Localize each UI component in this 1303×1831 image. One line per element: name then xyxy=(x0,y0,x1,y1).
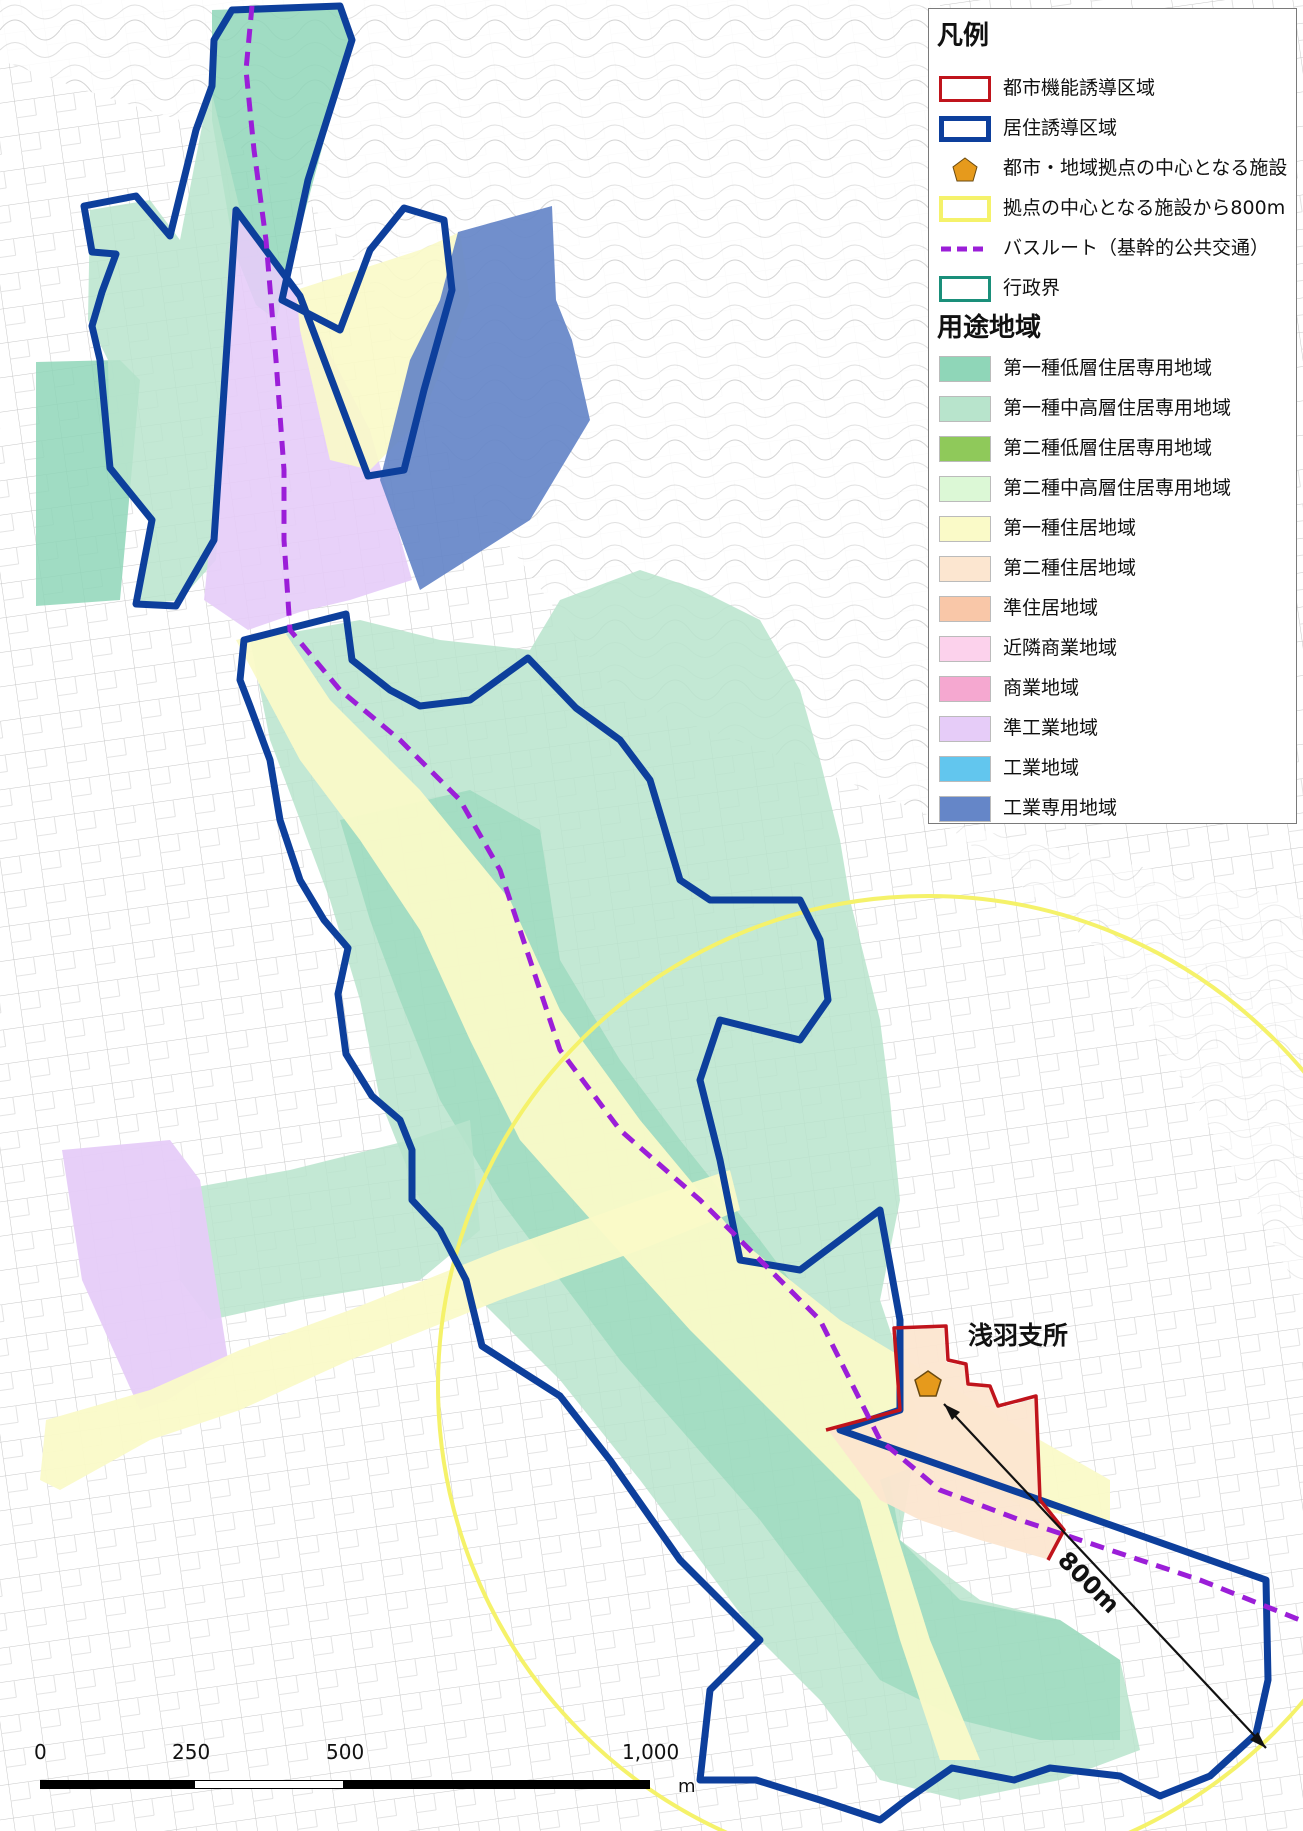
zone-swatch xyxy=(939,436,991,462)
legend-item-facility: 都市・地域拠点の中心となる施設 xyxy=(929,151,1298,187)
zone-swatch xyxy=(939,516,991,542)
zone-swatch xyxy=(939,396,991,422)
green-outline-box-icon xyxy=(939,276,991,302)
zone-swatch xyxy=(939,676,991,702)
bus-route[interactable] xyxy=(243,5,1301,1623)
legend-zone-item: 第二種低層住居専用地域 xyxy=(929,431,1298,467)
zone-quasi-industrial-north[interactable] xyxy=(204,210,412,630)
urban-function-guidance-area[interactable] xyxy=(825,1324,1066,1561)
legend-panel: 凡例 都市機能誘導区域 居住誘導区域 都市・地域拠点の中心となる施設 拠点の中心… xyxy=(928,8,1297,824)
legend-zone-item: 準工業地域 xyxy=(929,711,1298,747)
red-outline-box-icon xyxy=(939,76,991,102)
zone-swatch xyxy=(939,796,991,822)
scale-unit: m xyxy=(678,1776,696,1797)
zone-quasi-industrial-west[interactable] xyxy=(62,1140,228,1410)
legend-title: 凡例 xyxy=(937,21,990,51)
orange-pentagon-icon xyxy=(952,157,978,182)
radius-800m-circle[interactable] xyxy=(436,894,1303,1831)
scale-tick: 0 xyxy=(34,1740,47,1764)
zone-residential-1-north[interactable] xyxy=(296,232,470,470)
zone-midrise-residential-1-north[interactable] xyxy=(88,85,240,605)
legend-zone-item: 工業地域 xyxy=(929,751,1298,787)
zone-swatch xyxy=(939,716,991,742)
zone-residential-1-crossroad[interactable] xyxy=(40,1170,740,1490)
distance-arrow xyxy=(943,1403,1267,1749)
legend-zone-item: 近隣商業地域 xyxy=(929,631,1298,667)
zone-swatch xyxy=(939,596,991,622)
scale-tick: 500 xyxy=(326,1740,365,1764)
legend-zone-item: 商業地域 xyxy=(929,671,1298,707)
zone-swatch xyxy=(939,636,991,662)
zone-midrise-residential-1-west[interactable] xyxy=(180,1120,480,1320)
zone-swatch xyxy=(939,556,991,582)
blue-outline-box-icon xyxy=(939,116,991,142)
residential-guidance-area-central[interactable] xyxy=(236,610,1272,1824)
legend-item-residential-area: 居住誘導区域 xyxy=(929,111,1298,147)
legend-zone-item: 工業専用地域 xyxy=(929,791,1298,827)
legend-zone-item: 第一種低層住居専用地域 xyxy=(929,351,1298,387)
legend-zoning-title: 用途地域 xyxy=(937,313,1042,343)
residential-guidance-area-north[interactable] xyxy=(80,2,456,610)
scale-segment-black xyxy=(344,1780,650,1789)
scale-tick: 250 xyxy=(172,1740,211,1764)
legend-zone-item: 第一種中高層住居専用地域 xyxy=(929,391,1298,427)
scale-segment-black xyxy=(40,1780,194,1789)
purple-dashed-line-icon xyxy=(941,246,989,252)
legend-item-admin-boundary: 行政界 xyxy=(929,271,1298,307)
zone-swatch xyxy=(939,356,991,382)
zone-exclusive-industrial[interactable] xyxy=(380,206,590,590)
zone-residential-2-asaba[interactable] xyxy=(828,1328,1066,1560)
scale-tick: 1,000 xyxy=(622,1740,680,1764)
legend-item-urban-function-area: 都市機能誘導区域 xyxy=(929,71,1298,107)
legend-zone-item: 第一種住居地域 xyxy=(929,511,1298,547)
zone-swatch xyxy=(939,476,991,502)
zone-swatch xyxy=(939,756,991,782)
scale-segment-white xyxy=(194,1780,344,1789)
legend-zone-item: 準住居地域 xyxy=(929,591,1298,627)
base-map-hills-east xyxy=(940,820,1303,1300)
legend-zone-item: 第二種住居地域 xyxy=(929,551,1298,587)
legend-zone-item: 第二種中高層住居専用地域 xyxy=(929,471,1298,507)
legend-item-800m-radius: 拠点の中心となる施設から800m xyxy=(929,191,1298,227)
scale-bar: 0 250 500 1,000 m xyxy=(0,1740,720,1820)
asaba-branch-facility-icon[interactable] xyxy=(914,1370,942,1397)
legend-item-bus-route: バスルート（基幹的公共交通） xyxy=(929,231,1298,267)
yellow-outline-box-icon xyxy=(939,196,991,222)
place-label-asaba-branch: 浅羽支所 xyxy=(968,1321,1069,1350)
